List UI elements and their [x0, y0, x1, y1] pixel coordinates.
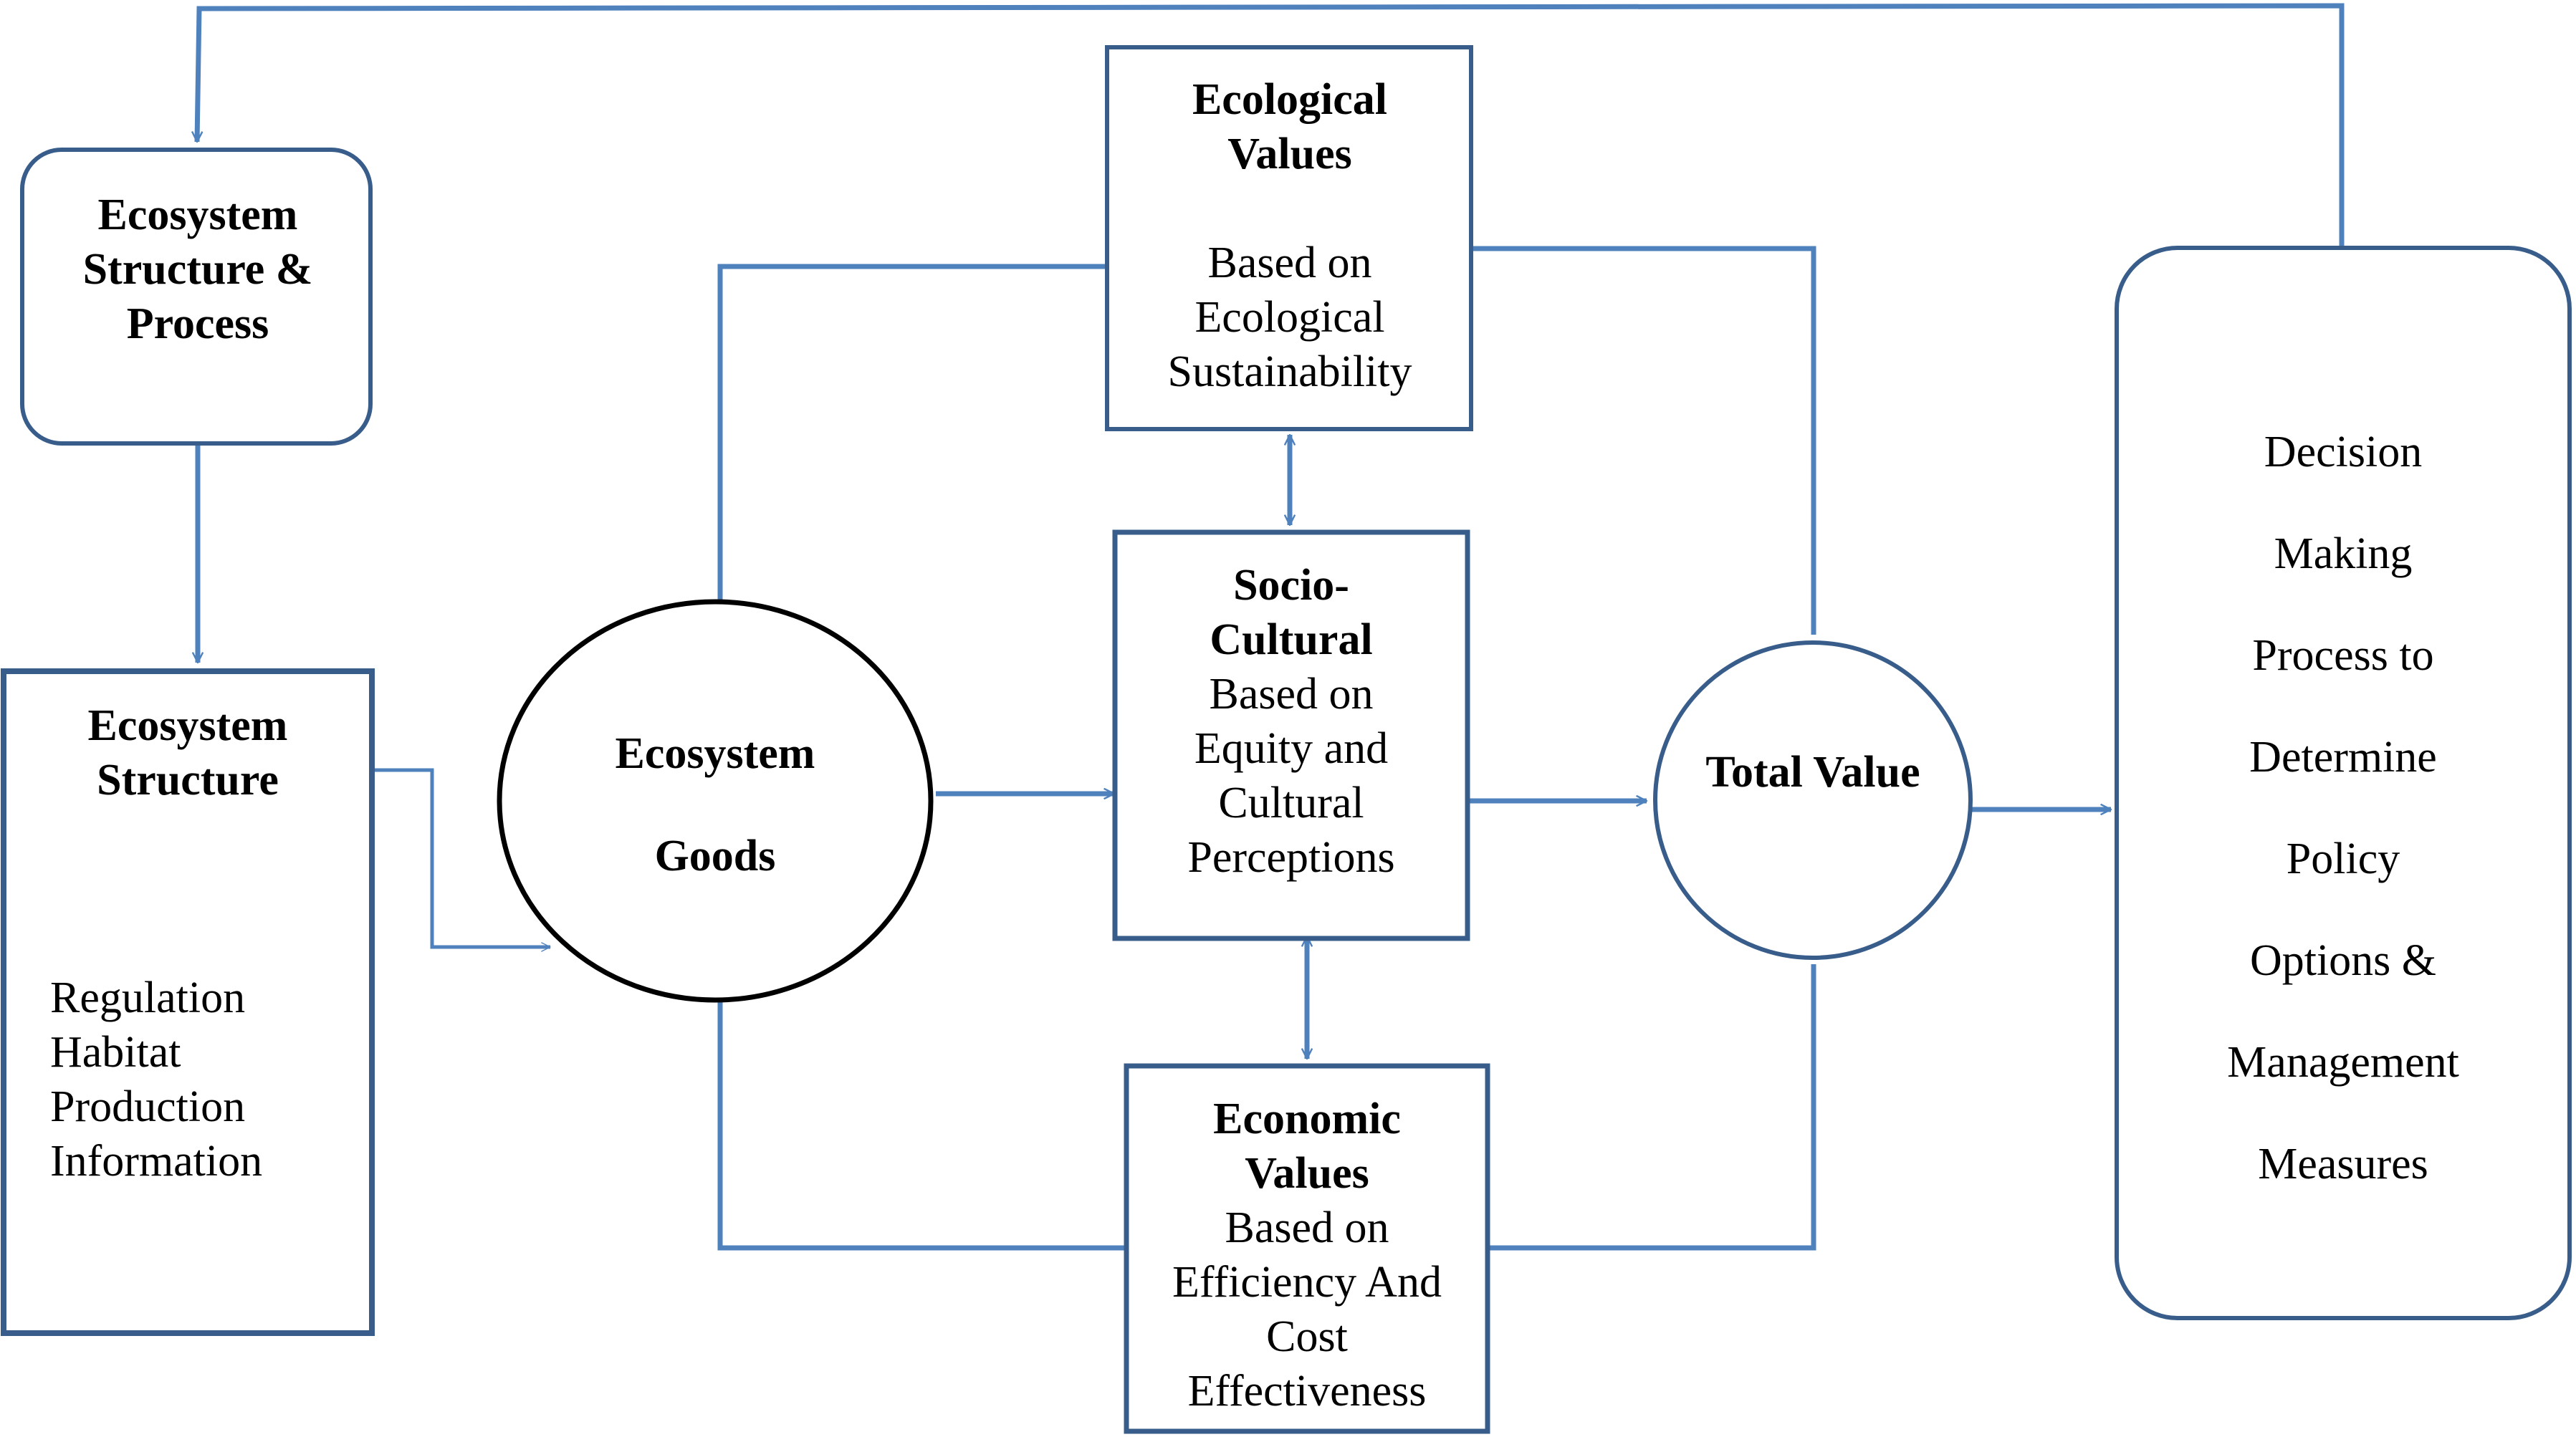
decision-text: Decision Making Process to Determine Pol… — [2150, 401, 2537, 1215]
ecosystem-process-box — [20, 148, 373, 446]
ecosystem-goods-title-line1: Ecosystem — [615, 729, 815, 778]
function-item-regulation: Regulation — [50, 974, 246, 1022]
decision-box — [2115, 246, 2572, 1320]
ecosystem-structure-items: Regulation Habitat Production Informatio… — [50, 971, 358, 1188]
ecological-values-title: Ecological Values — [1192, 75, 1388, 178]
function-item-information: Information — [50, 1137, 263, 1186]
decision-line: Decision — [2264, 428, 2423, 476]
economic-values-title: Economic Values — [1213, 1095, 1401, 1198]
socio-cultural-body: Based on Equity and Cultural Perceptions — [1187, 670, 1395, 882]
decision-line: Policy — [2286, 835, 2400, 883]
economic-values-body: Based on Efficiency And Cost Effectivene… — [1172, 1203, 1442, 1411]
economic-values-box — [1124, 1063, 1490, 1434]
function-item-production: Production — [50, 1082, 246, 1131]
ecological-to-total-connector — [1472, 246, 1816, 635]
goods-to-economic-connector — [717, 1001, 1126, 1251]
total-value-title: Total Value — [1705, 748, 1920, 797]
ecological-values-body: Based on Ecological Sustainability — [1167, 239, 1412, 396]
socio-cultural-box — [1112, 529, 1470, 941]
ecosystem-process-title: Ecosystem Structure & Process — [82, 191, 313, 348]
decision-line: Measures — [2258, 1140, 2428, 1188]
goods-to-ecological-connector — [717, 264, 1107, 600]
total-value-circle — [1653, 640, 1973, 960]
decision-line: Making — [2274, 529, 2413, 578]
ecosystem-goods-title-line2: Goods — [654, 832, 776, 880]
feedback-connector — [197, 3, 2345, 247]
ecosystem-structure-box — [1, 668, 375, 1336]
economic-to-total-connector — [1489, 964, 1816, 1251]
socio-cultural-title: Socio-Cultural — [1210, 561, 1373, 664]
decision-line: Management — [2227, 1038, 2459, 1087]
ecological-values-box — [1105, 45, 1473, 431]
ecosystem-structure-title: Ecosystem Structure — [87, 701, 288, 804]
ecosystem-goods-ellipse — [497, 599, 934, 1003]
function-item-habitat: Habitat — [50, 1028, 181, 1077]
decision-line: Determine — [2249, 733, 2437, 782]
decision-line: Process to — [2252, 631, 2434, 680]
decision-line: Options & — [2249, 936, 2437, 985]
structure-to-goods-arrow — [373, 768, 550, 947]
